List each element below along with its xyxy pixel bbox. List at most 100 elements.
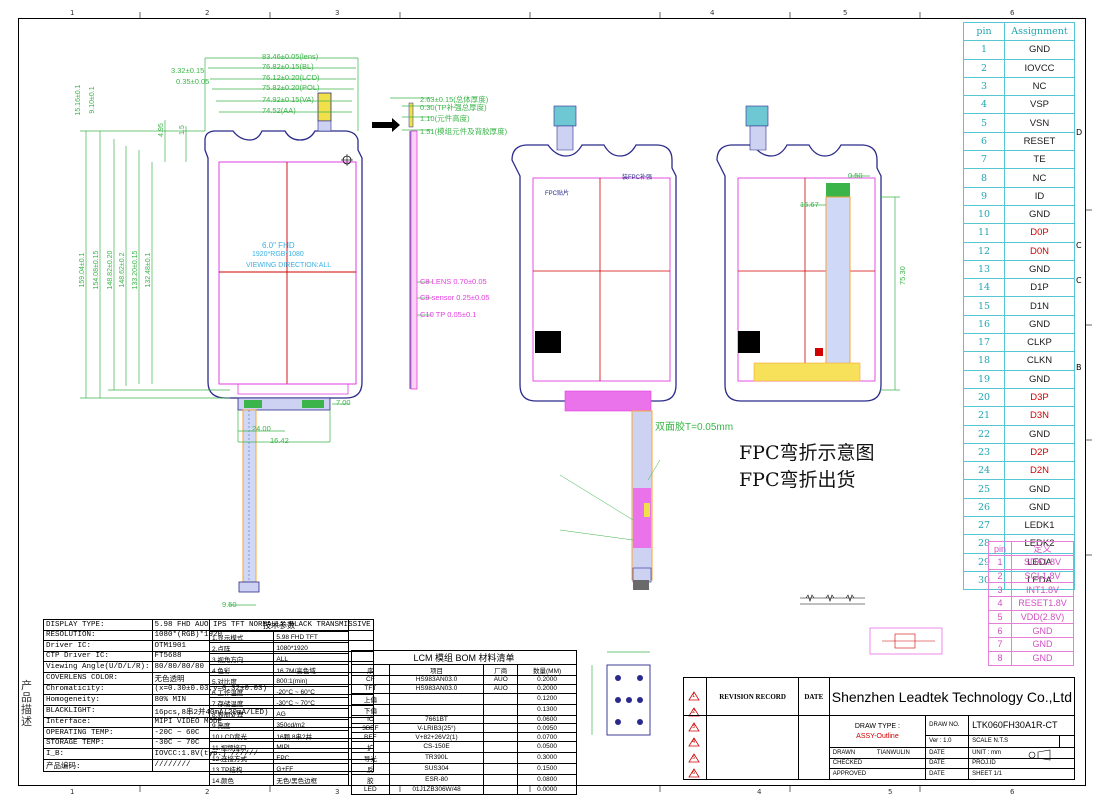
dim-lens: 83.46±0.05(lens) xyxy=(262,52,319,61)
tech-cell: 350cd/m2 xyxy=(273,719,349,731)
pin-cell: IOVCC xyxy=(1004,58,1075,78)
bom-cell: 0.1200 xyxy=(517,692,577,705)
svg-text:148.62±0.2: 148.62±0.2 xyxy=(119,252,126,287)
tech-cell: 800:1(min) xyxy=(273,675,349,687)
pin-cell: 9 xyxy=(963,186,1005,206)
svg-text:4.95: 4.95 xyxy=(158,123,165,137)
date-header: DATE xyxy=(797,676,830,717)
pin-cell: 7 xyxy=(963,150,1005,170)
bom-cell: 导光 xyxy=(351,751,390,764)
bom-cell xyxy=(483,751,519,764)
tech-row: 7.存储温度-30°C ~ 70°C xyxy=(208,697,349,709)
fpc-fold-diagram-note: FPC弯折示意图 xyxy=(739,442,875,464)
dim-width-16: 16.42 xyxy=(270,436,289,445)
dim-side-tp: 0.30(TP补强总厚度) xyxy=(420,103,487,112)
dim-lens-thick: C8 LENS 0.70±0.05 xyxy=(420,277,487,286)
dim-side-glue: 1.51(模组元件及背胶厚度) xyxy=(420,127,508,136)
dim-pol: 75.82±0.20(POL) xyxy=(262,83,320,92)
pin-cell: 22 xyxy=(963,424,1005,444)
tech-cell: 12.连接方式 xyxy=(208,752,275,764)
approved-label: APPROVED xyxy=(828,768,927,780)
tech-cell: 6.工作温度 xyxy=(208,686,275,698)
dim-width-9: 9.50 xyxy=(222,600,237,609)
approved-date-label: DATE xyxy=(925,768,970,780)
rev-1: 1 xyxy=(692,693,696,699)
ruler-row-d: D xyxy=(1076,128,1083,137)
bom-cell xyxy=(483,703,519,716)
draw-no-label: DRAW NO. xyxy=(925,715,970,736)
bom-cell: BEF xyxy=(351,732,390,742)
pin-cell: D3P xyxy=(1004,387,1075,408)
ruler-col-2-bottom: 2 xyxy=(205,788,210,796)
dim-bl: 76.82±0.15(BL) xyxy=(262,62,314,71)
spec-cell: Viewing Angle(U/D/L/R): xyxy=(43,661,153,673)
ruler-row-b: B xyxy=(1076,363,1082,372)
tech-cell: AG xyxy=(273,708,349,720)
ruler-col-1: 1 xyxy=(70,9,75,17)
tech-cell: 11.视频接口 xyxy=(208,741,275,753)
tech-cell: 16颗 8串2并 xyxy=(273,730,349,742)
dim-side-comp: 1.10(元件高度) xyxy=(420,114,470,123)
draw-type-label: DRAW TYPE : xyxy=(854,722,900,730)
bom-cell: 01J1ZB306W/48 xyxy=(388,784,485,795)
dim-h-7530: 75.30 xyxy=(898,266,907,285)
ruler-row-c1: C xyxy=(1076,241,1082,250)
bom-cell: 扩 xyxy=(351,740,390,753)
ruler-col-1-bottom: 1 xyxy=(70,788,75,796)
ver-label: Ver : xyxy=(929,738,942,745)
pin-cell: D2P xyxy=(1004,442,1075,463)
tp-pin-cell: 2 xyxy=(988,568,1012,584)
bom-cell: HS983AN03.0 xyxy=(388,675,485,685)
pin-cell: 17 xyxy=(963,333,1005,353)
rev-5: 5 xyxy=(692,755,696,761)
pin-cell: LEDK1 xyxy=(1004,516,1075,536)
tech-cell: 13.TP结构 xyxy=(208,763,275,775)
pin-cell: ID xyxy=(1004,186,1075,206)
bom-cell xyxy=(388,692,485,705)
spec-cell: Interface: xyxy=(43,716,153,728)
tp-pin-cell: 1 xyxy=(988,555,1012,570)
bom-row: 上偏 0.1200 xyxy=(351,692,577,705)
tech-cell: 14.颜色 xyxy=(208,774,275,786)
tech-cell: 2.点阵 xyxy=(208,642,275,654)
bom-cell: 0.0500 xyxy=(517,740,577,753)
spec-cell: STORAGE TEMP: xyxy=(43,737,153,749)
bom-cell: 3BEF xyxy=(351,723,390,734)
tech-cell: 无色/黑色边框 xyxy=(273,774,349,786)
svg-text:15.16±0.1: 15.16±0.1 xyxy=(75,84,82,115)
sheet-label: SHEET xyxy=(972,771,992,778)
ruler-col-4: 4 xyxy=(710,9,715,17)
bom-cell: 上偏 xyxy=(351,692,390,705)
bom-cell: 0.0600 xyxy=(517,714,577,725)
tp-pin-cell: 8 xyxy=(988,650,1012,666)
tp-pin-cell: VDD(2.8V) xyxy=(1011,609,1074,625)
tp-pin-cell: 5 xyxy=(988,609,1012,625)
bom-header-cell: 序 xyxy=(351,664,390,676)
pin-cell: D1P xyxy=(1004,278,1075,298)
dim-r-1667: 16.67 xyxy=(800,200,819,209)
tech-cell: 10.LCD背光 xyxy=(208,730,275,742)
fpc-stiffener-label: 装FPC补强 xyxy=(622,175,653,181)
